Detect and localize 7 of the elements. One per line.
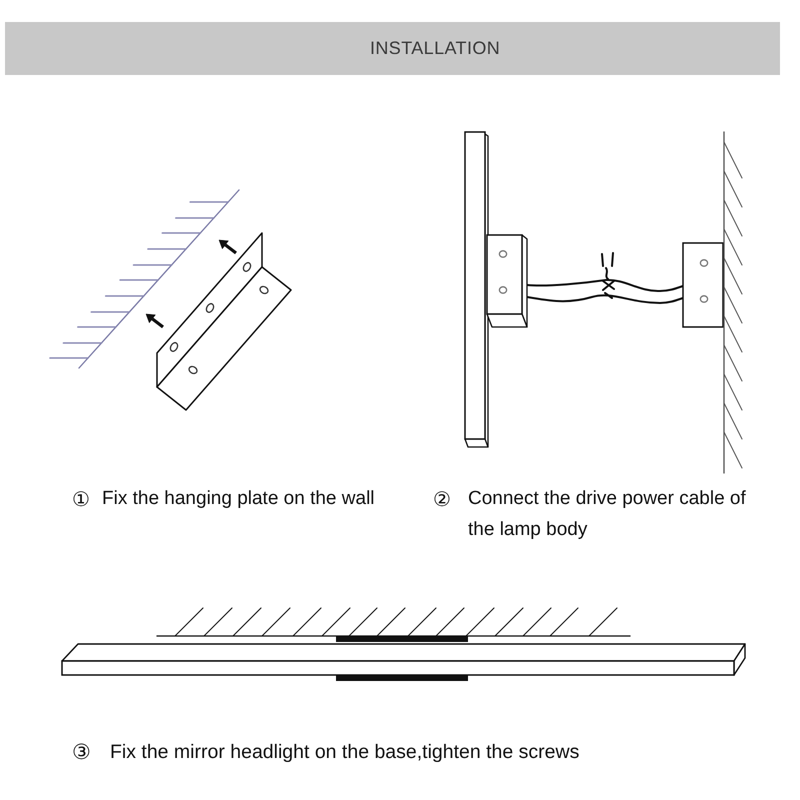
- step-instruction: Connect the drive power cable of the lamp body: [468, 487, 747, 542]
- step-instruction: Fix the mirror headlight on the base,tighten the screws: [110, 740, 580, 764]
- step-number: ①: [72, 487, 90, 511]
- step-number: ②: [433, 487, 451, 511]
- title: INSTALLATION: [370, 37, 500, 59]
- step-number: ③: [72, 740, 91, 764]
- step-instruction: Fix the hanging plate on the wall: [102, 487, 375, 511]
